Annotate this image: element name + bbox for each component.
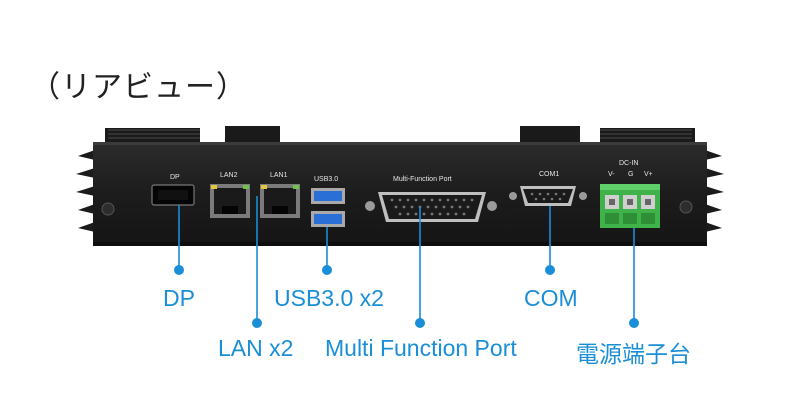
callout-lan: LAN x2 (218, 335, 294, 361)
callout-com: COM (524, 285, 578, 311)
dc-in-terminal-block (600, 184, 660, 228)
dp-port (151, 184, 195, 206)
callout-dp: DP (163, 285, 195, 311)
panel-label-com1: COM1 (539, 171, 560, 178)
panel-label-v-plus: V+ (644, 171, 653, 178)
multi-function-port (365, 192, 497, 222)
panel-label-usb: USB3.0 (314, 176, 339, 183)
usb-ports (311, 188, 345, 227)
callout-leaders (174, 196, 639, 328)
lan1-port (260, 184, 300, 218)
com-port (509, 186, 587, 206)
left-side-fins (76, 150, 95, 232)
callout-usb: USB3.0 x2 (274, 285, 384, 311)
panel-label-multi-function: Multi-Function Port (393, 176, 452, 183)
lan2-port (210, 184, 250, 218)
panel-label-v-minus: V- (608, 171, 615, 178)
panel-label-lan2: LAN2 (220, 172, 238, 179)
panel-label-lan1: LAN1 (270, 172, 288, 179)
panel-label-dp: DP (170, 174, 180, 181)
panel-label-dc-in: DC-IN (619, 160, 639, 167)
right-side-fins (705, 150, 724, 232)
panel-label-g: G (628, 171, 634, 178)
callout-multi-function-port: Multi Function Port (325, 335, 517, 361)
callout-power-terminal: 電源端子台 (576, 341, 691, 367)
top-heatsink-fins (105, 126, 695, 144)
chassis-screws (101, 200, 693, 216)
page-title: （リアビュー） (30, 71, 247, 104)
